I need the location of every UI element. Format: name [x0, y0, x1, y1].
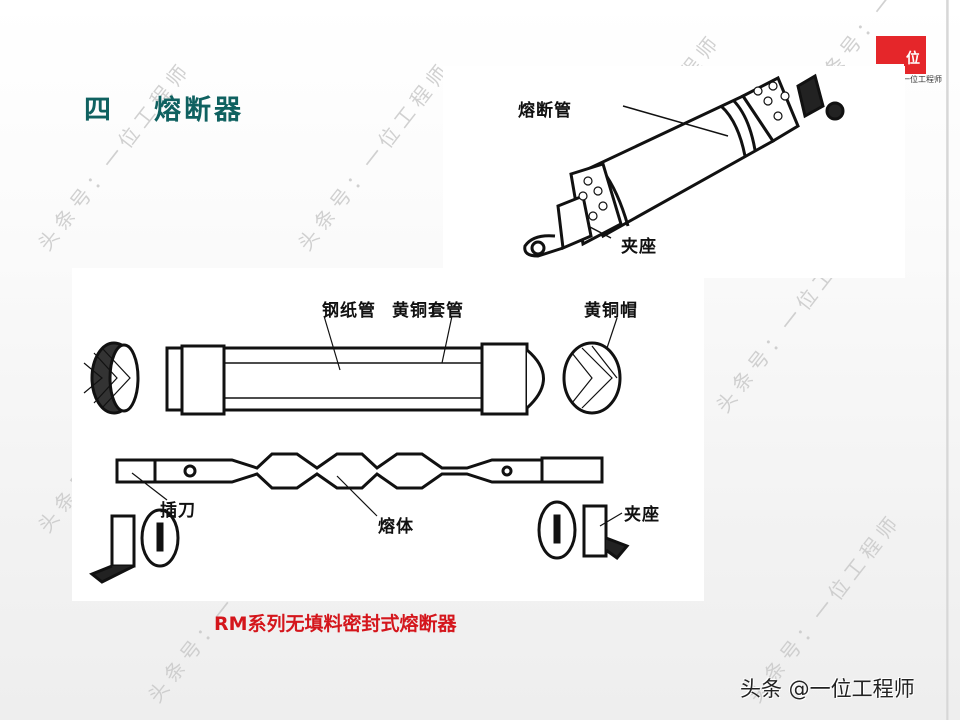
label-brass-sleeve: 黄铜套管	[392, 301, 464, 321]
slide-title: 四 熔断器	[84, 88, 244, 127]
watermark: 头条号：一位工程师	[293, 56, 457, 256]
fuse-tube-drawing	[523, 73, 845, 258]
figure-caption: RM系列无填料密封式熔断器	[214, 613, 457, 635]
slide-edge	[946, 0, 949, 720]
label-brass-cap: 黄铜帽	[584, 301, 638, 321]
logo-caption: 一位工程师	[902, 75, 942, 84]
label-clip-seat: 夹座	[621, 237, 657, 257]
section-number: 四	[84, 95, 114, 126]
label-fuse-tube: 熔断管	[518, 101, 572, 121]
label-fiber-tube: 钢纸管	[322, 301, 376, 321]
section-title: 熔断器	[154, 95, 244, 126]
watermark: 头条号：一位工程师	[33, 56, 197, 256]
exploded-fuse-illustration: 钢纸管 黄铜套管 黄铜帽 插刀 熔体 夹座	[72, 268, 704, 601]
exploded-fuse-drawing	[83, 315, 630, 584]
logo-glyph: 位	[906, 51, 920, 67]
logo-block	[904, 48, 926, 74]
fuse-tube-illustration: 熔断管 夹座	[443, 66, 905, 278]
label-fuse-element: 熔体	[378, 517, 414, 537]
brand-logo: 位 一位工程师	[876, 36, 942, 90]
label-blade: 插刀	[160, 501, 196, 521]
label-clip-seat: 夹座	[624, 505, 660, 525]
source-attribution: 头条 @一位工程师	[740, 677, 915, 701]
